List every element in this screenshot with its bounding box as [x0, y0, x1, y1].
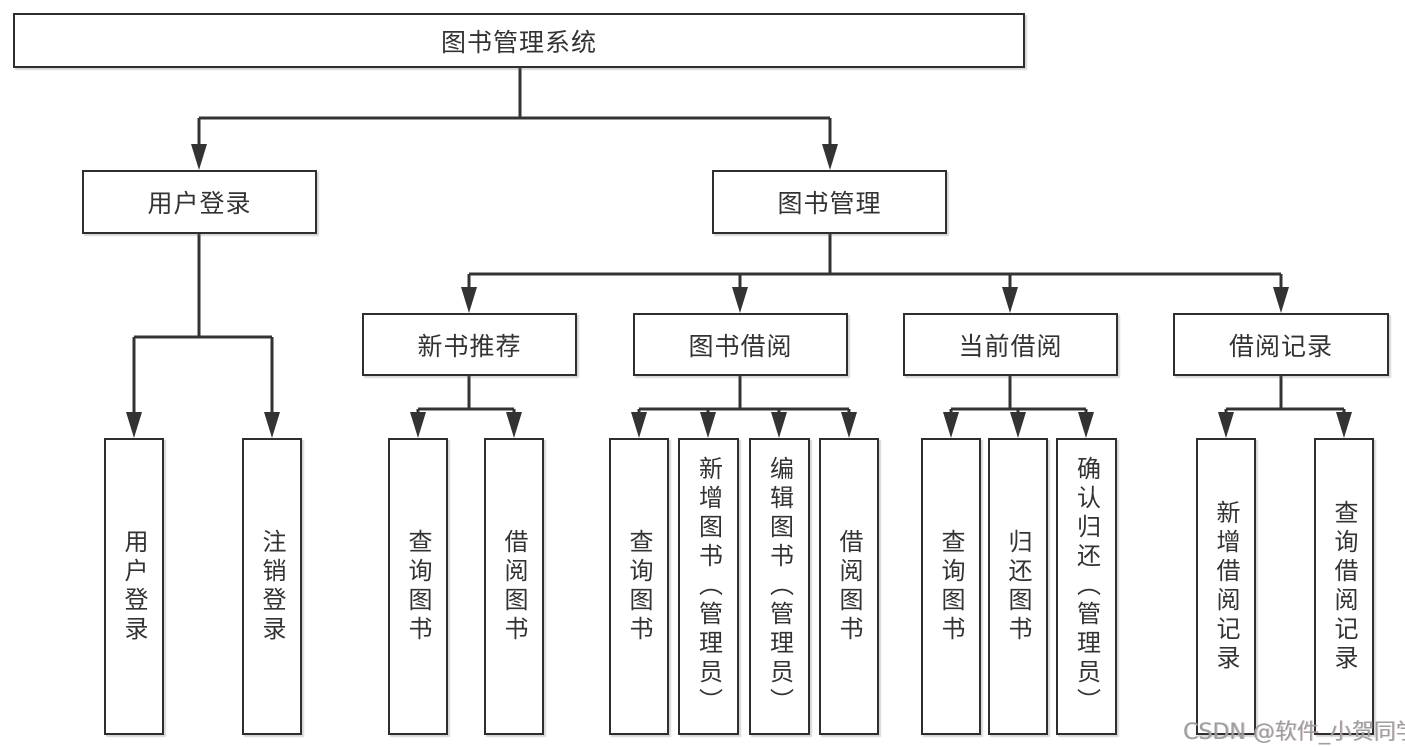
node-label: 当前借阅 — [958, 331, 1063, 361]
node-book-management: 图书管理 — [712, 170, 947, 234]
node-label: 用户登录 — [147, 189, 252, 218]
node-label: 图书管理 — [777, 189, 882, 218]
leaf-logout: 注销登录 — [242, 438, 302, 735]
node-book-borrow: 图书借阅 — [633, 313, 848, 376]
leaf-label: 确认归还（管理员） — [1072, 456, 1101, 717]
leaf-edit-books-admin: 编辑图书（管理员） — [749, 438, 810, 735]
leaf-label: 借阅图书 — [500, 528, 528, 645]
leaf-label: 新增图书（管理员） — [694, 456, 723, 717]
node-label: 图书管理系统 — [440, 27, 597, 57]
node-borrow-records: 借阅记录 — [1173, 313, 1389, 376]
node-label: 图书借阅 — [688, 331, 793, 361]
leaf-borrow-books: 借阅图书 — [484, 438, 544, 735]
leaf-label: 用户登录 — [120, 528, 148, 645]
leaf-label: 新增借阅记录 — [1212, 499, 1240, 674]
leaf-label: 编辑图书（管理员） — [765, 456, 794, 717]
leaf-add-borrow-record: 新增借阅记录 — [1196, 438, 1256, 735]
leaf-label: 查询图书 — [404, 528, 432, 645]
leaf-query-borrow-record: 查询借阅记录 — [1314, 438, 1374, 735]
node-label: 借阅记录 — [1228, 331, 1333, 361]
leaf-label: 借阅图书 — [835, 528, 863, 645]
node-user-login: 用户登录 — [82, 170, 317, 234]
leaf-confirm-return-admin: 确认归还（管理员） — [1056, 438, 1117, 735]
leaf-label: 查询图书 — [625, 528, 653, 645]
leaf-query-books: 查询图书 — [921, 438, 981, 735]
watermark: CSDN @软件_小贺同学 — [1183, 720, 1405, 745]
leaf-user-login: 用户登录 — [104, 438, 164, 735]
leaf-borrow-books: 借阅图书 — [819, 438, 879, 735]
leaf-query-books: 查询图书 — [388, 438, 448, 735]
node-new-book-recommend: 新书推荐 — [362, 313, 577, 376]
node-label: 新书推荐 — [417, 331, 522, 361]
node-library-system: 图书管理系统 — [13, 13, 1025, 68]
leaf-label: 注销登录 — [258, 528, 286, 645]
leaf-query-books: 查询图书 — [609, 438, 669, 735]
leaf-label: 归还图书 — [1004, 528, 1032, 645]
node-current-borrow: 当前借阅 — [903, 313, 1118, 376]
leaf-label: 查询图书 — [937, 528, 965, 645]
leaf-label: 查询借阅记录 — [1330, 499, 1358, 674]
leaf-return-books: 归还图书 — [988, 438, 1048, 735]
leaf-add-books-admin: 新增图书（管理员） — [678, 438, 739, 735]
